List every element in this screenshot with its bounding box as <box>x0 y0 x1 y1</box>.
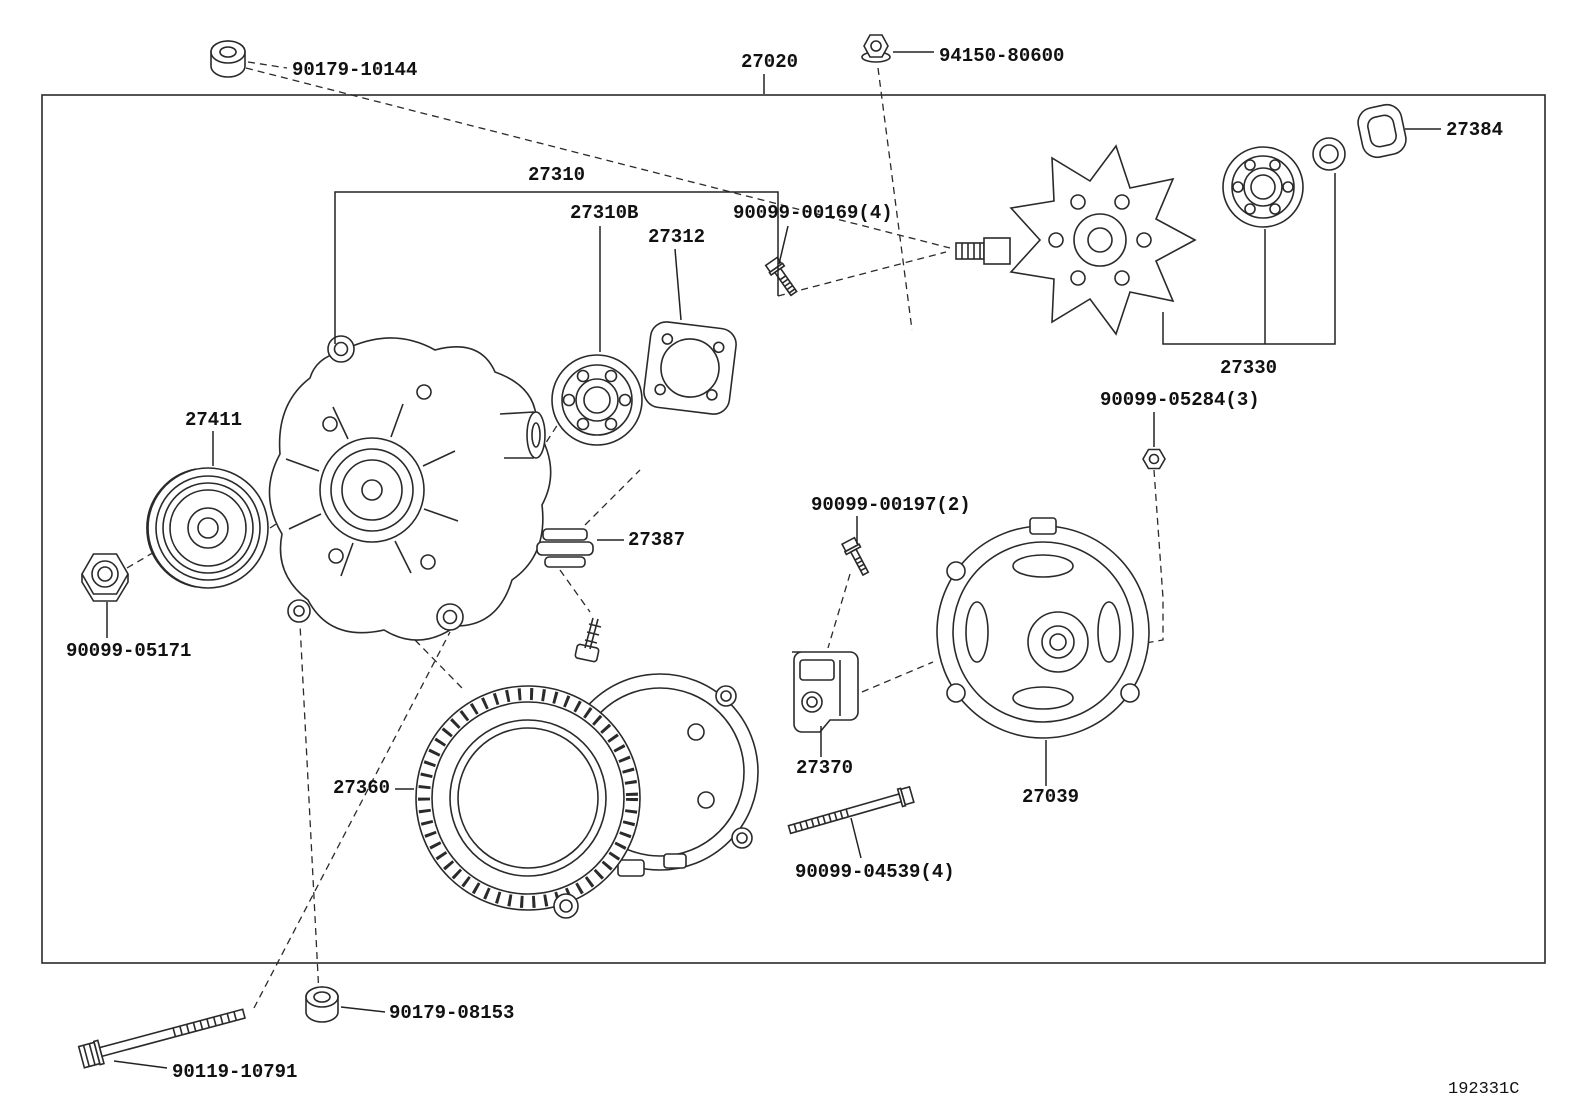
leader-lines <box>106 51 1441 1069</box>
terminal-insulator-drawing <box>536 528 594 568</box>
lock-nut-drawing <box>81 553 129 602</box>
part-label-27310B: 27310B <box>570 202 639 224</box>
part-label-27039: 27039 <box>1022 786 1080 808</box>
part-label-27387: 27387 <box>628 529 686 551</box>
front-bearing-drawing <box>551 354 643 446</box>
terminal-nut-drawing <box>861 34 891 63</box>
pulley-drawing <box>146 467 269 589</box>
mount-bolt-drawing <box>77 1008 246 1069</box>
part-label-90099-04539: 90099-04539(4) <box>795 861 955 883</box>
drive-end-frame-drawing <box>268 335 552 641</box>
rotor-drawing <box>955 144 1197 336</box>
rear-end-cover-drawing <box>936 517 1150 739</box>
mount-cap-nut-drawing <box>305 986 339 1023</box>
part-label-90179-08153: 90179-08153 <box>389 1002 515 1024</box>
bearing-retainer-plate-drawing <box>643 321 737 415</box>
part-label-90099-00197: 90099-00197(2) <box>811 494 971 516</box>
part-label-90099-00169: 90099-00169(4) <box>733 202 893 224</box>
part-label-27411: 27411 <box>185 409 243 431</box>
part-label-90099-05171: 90099-05171 <box>66 640 192 662</box>
stator-drawing <box>415 617 641 919</box>
part-label-27384: 27384 <box>1446 119 1504 141</box>
through-bolt-drawing <box>787 785 915 835</box>
pulley-cap-nut-drawing <box>210 40 246 78</box>
seal-ring-drawing <box>1357 103 1407 159</box>
part-label-27312: 27312 <box>648 226 706 248</box>
part-label-27310: 27310 <box>528 164 586 186</box>
part-label-90099-05284: 90099-05284(3) <box>1100 389 1260 411</box>
rotor-bearing-drawing <box>1222 146 1304 228</box>
part-label-90119-10791: 90119-10791 <box>172 1061 298 1083</box>
part-label-90179-10144: 90179-10144 <box>292 59 418 81</box>
part-label-27020: 27020 <box>741 51 799 73</box>
washer-drawing <box>1312 137 1346 171</box>
part-label-27330: 27330 <box>1220 357 1278 379</box>
diagram-frame-border <box>41 94 1546 964</box>
part-label-94150-80600: 94150-80600 <box>939 45 1065 67</box>
part-label-27360: 27360 <box>333 777 391 799</box>
figure-code: 192331C <box>1448 1080 1520 1099</box>
part-label-27370: 27370 <box>796 757 854 779</box>
cover-nut-drawing <box>1142 448 1166 470</box>
regulator-drawing <box>792 651 859 733</box>
retainer-screw-drawing <box>764 256 798 297</box>
